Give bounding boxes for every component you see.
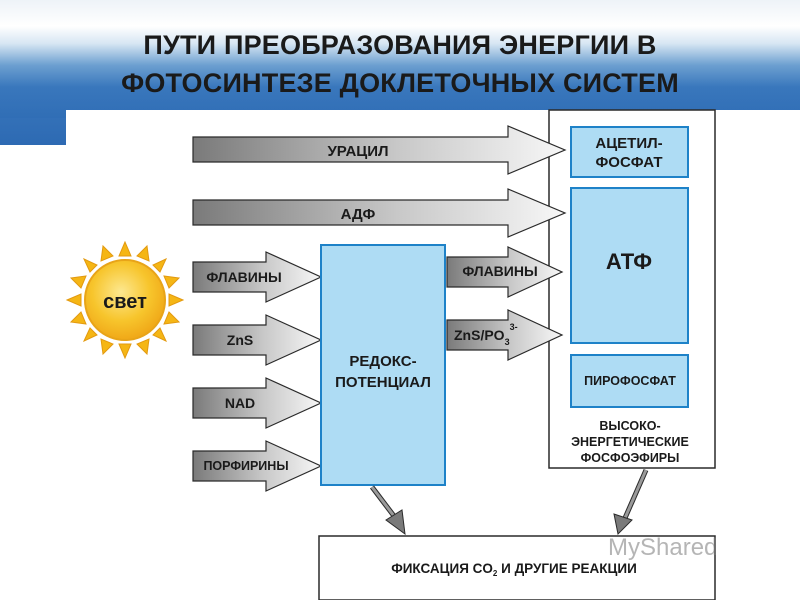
atp-box [570, 187, 689, 344]
fixation-box [318, 535, 716, 600]
acetylphosphate-box [570, 126, 689, 178]
fixation-main: ФИКСАЦИЯ CO [391, 561, 493, 576]
watermark: MyShared [608, 534, 718, 561]
arrow-phosphoesters-to-fixation [613, 468, 649, 536]
arrow-uracil-label: УРАЦИЛ [327, 143, 388, 160]
arrow-flavins-in: ФЛАВИНЫ [192, 251, 323, 303]
arrow-uracil: УРАЦИЛ [192, 125, 567, 175]
page-title: ПУТИ ПРЕОБРАЗОВАНИЯ ЭНЕРГИИ В ФОТОСИНТЕЗ… [0, 26, 800, 102]
arrow-nad-in-label: NAD [225, 395, 255, 411]
arrow-znspo-out-label: ZnS/PO33- [454, 322, 518, 347]
sun-icon: свет [65, 240, 185, 360]
title-line-1: ПУТИ ПРЕОБРАЗОВАНИЯ ЭНЕРГИИ В [143, 30, 657, 60]
arrow-redox-to-fixation [370, 485, 406, 536]
arrow-adp: АДФ [192, 188, 567, 238]
fixation-rest: И ДРУГИЕ РЕАКЦИИ [497, 561, 636, 576]
header-band [0, 18, 800, 118]
znspo-main: ZnS/PO [454, 327, 505, 343]
caption-line-2: ЭНЕРГЕТИЧЕСКИЕ [571, 435, 689, 449]
acetylphosphate-line-2: ФОСФАТ [596, 154, 663, 171]
arrow-porphyrins-in-label: ПОРФИРИНЫ [203, 459, 288, 473]
arrow-adp-label: АДФ [341, 206, 376, 223]
arrow-flavins-out-label: ФЛАВИНЫ [462, 263, 537, 279]
arrow-zns-in: ZnS [192, 314, 323, 366]
caption-line-3: ФОСФОЭФИРЫ [581, 451, 680, 465]
arrow-flavins-in-label: ФЛАВИНЫ [206, 269, 281, 285]
arrow-porphyrins-in: ПОРФИРИНЫ [192, 440, 323, 492]
atp-label: АТФ [606, 249, 652, 274]
znspo-sup: 3- [510, 322, 518, 332]
redox-line-2: ПОТЕНЦИАЛ [335, 374, 431, 391]
znspo-sub: 3 [505, 337, 510, 347]
redox-box [320, 244, 446, 486]
arrow-zns-in-label: ZnS [227, 332, 253, 348]
fixation-label: ФИКСАЦИЯ CO2 И ДРУГИЕ РЕАКЦИИ [391, 561, 637, 578]
acetylphosphate-line-1: АЦЕТИЛ- [595, 135, 662, 152]
arrow-flavins-out: ФЛАВИНЫ [446, 246, 564, 298]
pyrophosphate-label: ПИРОФОСФАТ [584, 374, 676, 388]
redox-line-1: РЕДОКС- [349, 353, 416, 370]
pyrophosphate-box [570, 354, 689, 408]
sun-label: свет [103, 291, 147, 313]
title-line-2: ФОТОСИНТЕЗЕ ДОКЛЕТОЧНЫХ СИСТЕМ [121, 68, 679, 98]
fixation-sub: 2 [493, 569, 498, 578]
arrow-znspo-out: ZnS/PO33- [446, 309, 564, 361]
arrow-nad-in: NAD [192, 377, 323, 429]
caption-line-1: ВЫСОКО- [599, 419, 660, 433]
